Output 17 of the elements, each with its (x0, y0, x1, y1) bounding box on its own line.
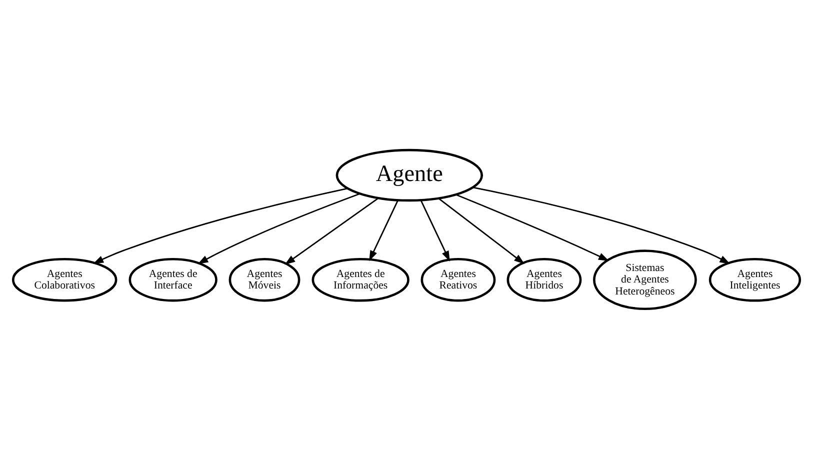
arrow (472, 186, 730, 264)
arrow (92, 188, 348, 264)
arrow (420, 200, 450, 262)
arrow (438, 198, 525, 264)
node-ellipse: Sistemas de Agentes Heterogêneos (593, 250, 697, 310)
node-ellipse: Agentes de Informações (312, 258, 410, 302)
node-ellipse: Agentes Inteligentes (708, 258, 802, 302)
node-ellipse: Agentes Híbridos (506, 258, 582, 302)
node-ellipse: Agentes Reativos (420, 258, 496, 302)
node-ellipse: Agentes Móveis (228, 258, 300, 302)
node-ellipse: Agente (336, 148, 484, 202)
arrow (284, 198, 379, 265)
node-ellipse: Agentes de Interface (128, 258, 218, 302)
arrow (198, 193, 360, 264)
node-ellipse: Agentes Colaborativos (12, 258, 118, 302)
arrow (369, 200, 399, 262)
arrow (456, 194, 610, 261)
